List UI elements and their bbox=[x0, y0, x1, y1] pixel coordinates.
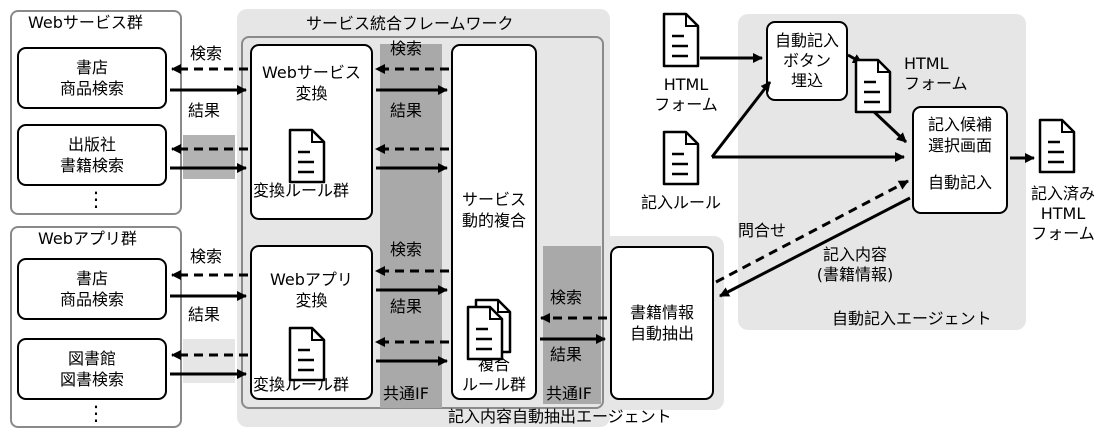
app-bookstore-label: 書店 商品検索 bbox=[59, 269, 124, 309]
link-patch-1 bbox=[183, 135, 235, 179]
filled-form-icon bbox=[1038, 118, 1076, 174]
web-app-convert-label: Webアプリ 変換 bbox=[270, 270, 353, 310]
label-result-4: 結果 bbox=[390, 297, 423, 316]
label-result-1: 結果 bbox=[188, 101, 221, 120]
composite-rules-icon bbox=[466, 298, 512, 361]
button-embed-box: 自動記入 ボタン 埋込 bbox=[766, 21, 848, 101]
select-screen-box: 記入候補 選択画面 自動記入 bbox=[912, 106, 1008, 214]
app-library-label: 図書館 図書検索 bbox=[59, 349, 124, 389]
label-fill-content: 記入内容 (書籍情報) bbox=[816, 245, 894, 284]
html-form-mid-label: HTML フォーム bbox=[904, 54, 968, 93]
fill-rules-label: 記入ルール bbox=[641, 193, 722, 212]
service-bookstore: 書店 商品検索 bbox=[17, 47, 167, 109]
common-if-label-2: 共通IF bbox=[546, 384, 592, 403]
label-search-4: 検索 bbox=[390, 240, 423, 259]
book-info-extract-box: 書籍情報 自動抽出 bbox=[610, 246, 714, 400]
label-query: 問合せ bbox=[738, 221, 787, 240]
ellipsis-2: ⋮ bbox=[86, 401, 106, 425]
service-publisher: 出版社 書籍検索 bbox=[17, 124, 167, 186]
html-form-in-label: HTML フォーム bbox=[654, 75, 718, 114]
web-services-group-title: Webサービス群 bbox=[28, 13, 143, 32]
web-apps-group-title: Webアプリ群 bbox=[38, 229, 137, 248]
framework-title: サービス統合フレームワーク bbox=[306, 14, 514, 33]
html-form-mid-icon bbox=[854, 58, 892, 114]
extraction-agent-title: 記入内容自動抽出エージェント bbox=[448, 407, 672, 426]
convert-rules-icon-2 bbox=[288, 326, 326, 382]
label-search-2: 検索 bbox=[390, 39, 423, 58]
web-service-convert-label: Webサービス 変換 bbox=[262, 63, 361, 103]
service-publisher-label: 出版社 書籍検索 bbox=[59, 135, 124, 175]
book-info-extract-label: 書籍情報 自動抽出 bbox=[629, 303, 694, 343]
service-bookstore-label: 書店 商品検索 bbox=[59, 58, 124, 98]
label-result-3: 結果 bbox=[188, 305, 221, 324]
html-form-in-icon bbox=[662, 12, 700, 68]
convert-rules-label-1: 変換ルール群 bbox=[253, 181, 350, 200]
auto-fill-label: 自動記入 bbox=[927, 173, 992, 192]
fill-rules-icon bbox=[662, 130, 700, 186]
common-if-label-1: 共通IF bbox=[383, 384, 429, 403]
button-embed-label: 自動記入 ボタン 埋込 bbox=[774, 31, 839, 90]
common-if-band-1 bbox=[380, 44, 442, 408]
common-if-band-2 bbox=[543, 246, 601, 404]
fill-agent-title: 自動記入エージェント bbox=[832, 309, 992, 328]
select-screen-label: 記入候補 選択画面 bbox=[927, 115, 992, 155]
link-patch-2 bbox=[183, 339, 235, 383]
ellipsis-1: ⋮ bbox=[86, 187, 106, 211]
arrow-lines bbox=[170, 53, 1035, 379]
filled-form-label: 記入済み HTML フォーム bbox=[1030, 184, 1095, 243]
label-result-5: 結果 bbox=[550, 345, 583, 364]
label-search-3: 検索 bbox=[190, 247, 223, 266]
label-result-2: 結果 bbox=[390, 101, 423, 120]
label-search-5: 検索 bbox=[550, 288, 583, 307]
app-library: 図書館 図書検索 bbox=[17, 338, 167, 400]
label-search-1: 検索 bbox=[190, 44, 223, 63]
app-bookstore: 書店 商品検索 bbox=[17, 258, 167, 320]
dynamic-composition-label: サービス 動的複合 bbox=[461, 190, 526, 230]
convert-rules-icon-1 bbox=[288, 128, 326, 184]
